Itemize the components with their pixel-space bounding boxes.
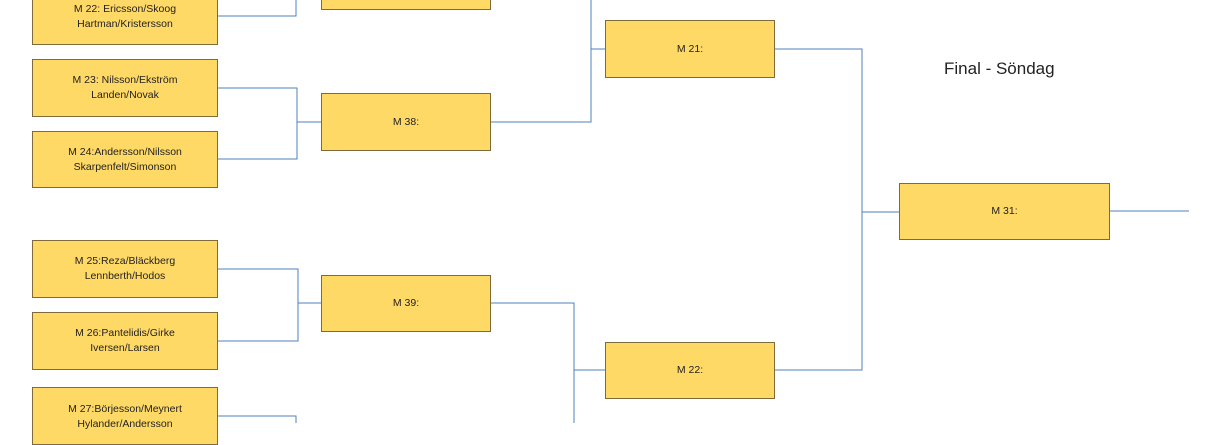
match-box-m39[interactable]: M 39: [321, 275, 491, 332]
match-box-m23[interactable]: M 23: Nilsson/Ekström Landen/Novak [32, 59, 218, 117]
match-box-m26[interactable]: M 26:Pantelidis/Girke Iversen/Larsen [32, 312, 218, 370]
match-box-m31[interactable]: M 31: [899, 183, 1110, 240]
match-m39-line1: M 39: [392, 297, 420, 309]
connector-m22 [218, 0, 297, 17]
match-box-m27[interactable]: M 27:Börjesson/Meynert Hylander/Andersso… [32, 387, 218, 445]
match-m31-line1: M 31: [991, 205, 1018, 217]
match-m27-line1: M 27:Börjesson/Meynert [68, 403, 182, 415]
connector-m25 [218, 268, 299, 342]
match-m26-line2: Iversen/Larsen [90, 342, 160, 354]
match-m24-line2: Skarpenfelt/Simonson [73, 160, 177, 173]
match-m23-line1: M 23: Nilsson/Ekström [72, 74, 178, 86]
match-box-m21[interactable]: M 21: [605, 20, 775, 78]
bracket-connectors [218, 0, 1189, 423]
match-m22-line1: M 22: Ericsson/Skoog [73, 2, 177, 15]
match-m22-line2: Hartman/Kristersson [77, 17, 173, 30]
match-semi-m22-line1: M 22: [676, 364, 704, 376]
connector-m23 [218, 87, 298, 160]
match-box-m22[interactable]: M 22: Ericsson/Skoog Hartman/Kristersson [32, 0, 218, 45]
connector-m21-m31 [775, 48, 863, 371]
match-box-hidden-top[interactable] [321, 0, 491, 10]
match-box-m25[interactable]: M 25:Reza/Bläckberg Lennberth/Hodos [32, 240, 218, 298]
match-m25-line2: Lennberth/Hodos [84, 270, 166, 282]
match-box-semi-m22[interactable]: M 22: [605, 342, 775, 399]
match-box-m24[interactable]: M 24:Andersson/Nilsson Skarpenfelt/Simon… [32, 131, 218, 188]
connector-m39-m22 [491, 302, 575, 423]
connector-m38-m21 [491, 0, 592, 123]
final-title: Final - Söndag [944, 59, 1055, 78]
match-m38-line1: M 38: [392, 115, 420, 128]
match-m27-line2: Hylander/Andersson [77, 418, 173, 430]
match-m26-line1: M 26:Pantelidis/Girke [75, 327, 175, 339]
match-m25-line1: M 25:Reza/Bläckberg [74, 255, 176, 267]
connector-m27 [218, 415, 297, 423]
match-m21-line1: M 21: [676, 42, 704, 55]
match-m24-line1: M 24:Andersson/Nilsson [68, 145, 182, 158]
match-m23-line2: Landen/Novak [91, 89, 159, 101]
match-box-m38[interactable]: M 38: [321, 93, 491, 151]
